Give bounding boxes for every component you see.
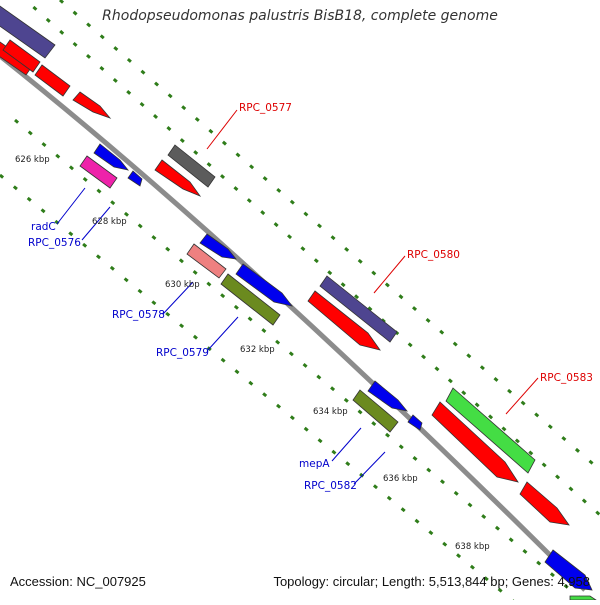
kbp-label: 636 kbp (383, 474, 418, 484)
leader-RPC_0579 (207, 316, 239, 351)
gene-label-RPC_0576[interactable]: RPC_0576 (28, 237, 81, 249)
leader-mepA (331, 427, 362, 462)
gene-RPC_0578[interactable] (186, 243, 227, 279)
gene-blue-630b[interactable] (235, 263, 293, 307)
kbp-label: 628 kbp (92, 217, 127, 227)
gene-radC[interactable] (79, 155, 118, 189)
kbp-label: 626 kbp (15, 155, 50, 165)
gene-blue-626[interactable] (93, 143, 130, 171)
kbp-labels: 626 kbp 628 kbp 630 kbp 632 kbp 634 kbp … (15, 155, 490, 552)
gene-arrow-purple-1[interactable] (0, 0, 56, 59)
kbp-label: 630 kbp (165, 280, 200, 290)
tick-row-outer-1 (59, 0, 600, 472)
gene-arrow-red-8[interactable] (519, 481, 570, 526)
gene-label-RPC_0579[interactable]: RPC_0579 (156, 347, 209, 359)
gene-label-RPC_0580[interactable]: RPC_0580 (407, 249, 460, 261)
gene-arrow-red-2[interactable] (2, 39, 41, 73)
accession-label: Accession: NC_007925 (10, 574, 146, 589)
kbp-label: 634 kbp (313, 407, 348, 417)
gene-blue-634[interactable] (407, 414, 423, 431)
gene-labels: RPC_0577 radC RPC_0576 RPC_0580 RPC_0578… (28, 102, 593, 492)
leader-RPC_0576 (81, 206, 111, 241)
gene-label-radC[interactable]: radC (31, 221, 56, 233)
leader-radC (56, 187, 86, 225)
gene-RPC_0577[interactable] (167, 144, 216, 188)
tick-row-outer-2 (23, 0, 600, 517)
gene-RPC_0579[interactable] (220, 273, 281, 326)
gene-arrow-red-3[interactable] (34, 64, 71, 97)
backbone-line (0, 52, 587, 592)
leader-RPC_0582 (353, 451, 386, 485)
gene-RPC_0582[interactable] (352, 389, 399, 433)
tick-row-inner-2 (0, 173, 521, 605)
gene-arrow-green-edge[interactable] (569, 595, 598, 601)
gene-arrow-red-4[interactable] (72, 91, 112, 119)
gene-RPC_0576[interactable] (127, 170, 143, 187)
leader-RPC_0578 (162, 281, 194, 315)
gene-RPC_0580[interactable] (319, 275, 398, 343)
gene-blue-630a[interactable] (199, 233, 237, 260)
gene-label-RPC_0577[interactable]: RPC_0577 (239, 102, 292, 114)
kbp-label: 638 kbp (455, 542, 490, 552)
leader-RPC_0580 (373, 255, 406, 294)
gene-mepA[interactable] (367, 380, 409, 412)
leader-RPC_0577 (206, 109, 238, 150)
genome-title: Rhodopseudomonas palustris BisB18, compl… (102, 8, 498, 24)
gene-label-RPC_0582[interactable]: RPC_0582 (304, 480, 357, 492)
gene-label-RPC_0578[interactable]: RPC_0578 (112, 309, 165, 321)
tick-row-inner-1 (14, 118, 591, 605)
leader-lines (56, 109, 539, 485)
leader-RPC_0583 (505, 377, 539, 415)
genome-summary: Topology: circular; Length: 5,513,844 bp… (273, 574, 590, 589)
gene-arrow-red-7[interactable] (431, 401, 519, 483)
kbp-label: 632 kbp (240, 345, 275, 355)
gene-arrow-red-5[interactable] (154, 159, 202, 197)
gene-label-mepA[interactable]: mepA (299, 458, 330, 470)
gene-arrow-blue-edge[interactable] (544, 549, 593, 591)
gene-RPC_0583[interactable] (445, 387, 536, 474)
gene-label-RPC_0583[interactable]: RPC_0583 (540, 372, 593, 384)
genome-backbone (0, 52, 587, 592)
gene-arrow-red-6[interactable] (307, 290, 381, 351)
